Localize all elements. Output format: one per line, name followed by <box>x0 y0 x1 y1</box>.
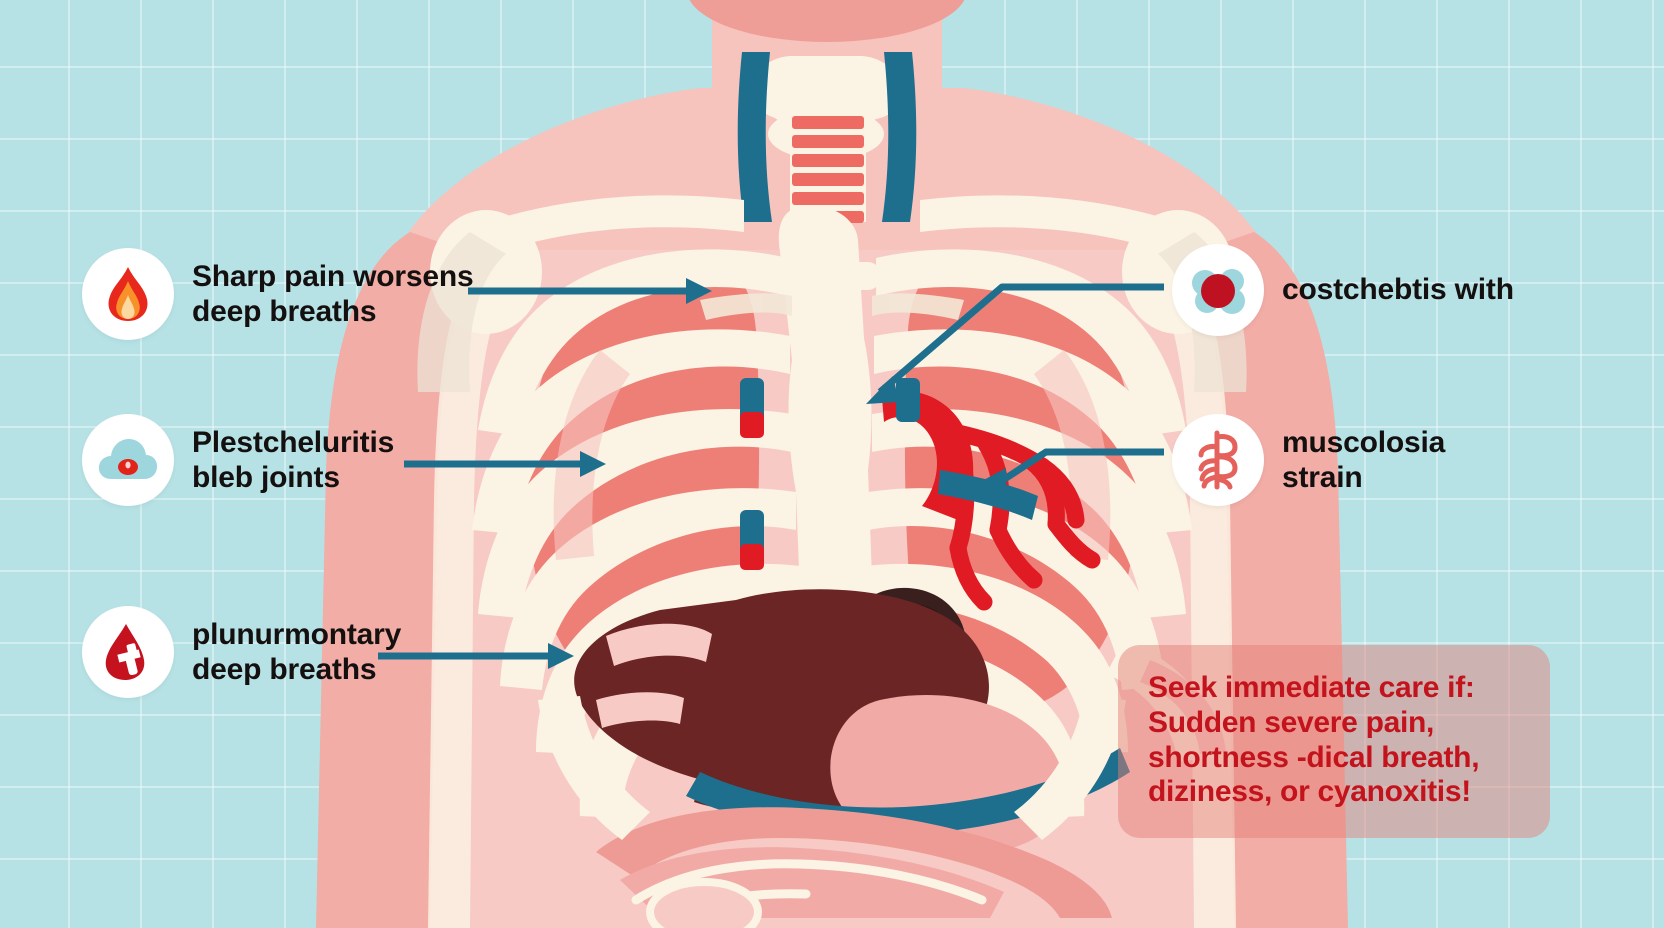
ribcage-icon <box>1198 430 1238 490</box>
emergency-warning-panel: Seek immediate care if: Sudden severe pa… <box>1118 645 1550 839</box>
callout-pulmonary[interactable]: plunurmontary deep breaths <box>82 606 401 698</box>
blood-drop-icon-badge <box>82 606 174 698</box>
inflamed-cell-icon <box>1192 269 1245 314</box>
emergency-warning-text: Seek immediate care if: Sudden severe pa… <box>1148 671 1480 809</box>
lung-cloud-icon <box>98 439 158 479</box>
flame-icon <box>108 267 148 321</box>
lung-cloud-icon-badge <box>82 414 174 506</box>
callout-pleuritis[interactable]: Plestcheluritis bleb joints <box>82 414 394 506</box>
callout-label: costchebtis with <box>1282 273 1514 307</box>
inflamed-cell-icon-badge <box>1172 244 1264 336</box>
callout-sharp-pain[interactable]: Sharp pain worsens deep breaths <box>82 248 474 340</box>
callout-label: plunurmontary deep breaths <box>192 617 402 686</box>
ribcage-icon-badge <box>1172 414 1264 506</box>
callout-muscle-strain[interactable]: muscolosia strain <box>1172 414 1445 506</box>
callout-costochondritis[interactable]: costchebtis with <box>1172 244 1514 336</box>
blood-drop-icon <box>105 624 145 680</box>
callout-label: Plestcheluritis bleb joints <box>192 425 395 494</box>
callout-label: muscolosia strain <box>1282 425 1446 494</box>
flame-icon-badge <box>82 248 174 340</box>
callout-label: Sharp pain worsens deep breaths <box>192 259 474 328</box>
